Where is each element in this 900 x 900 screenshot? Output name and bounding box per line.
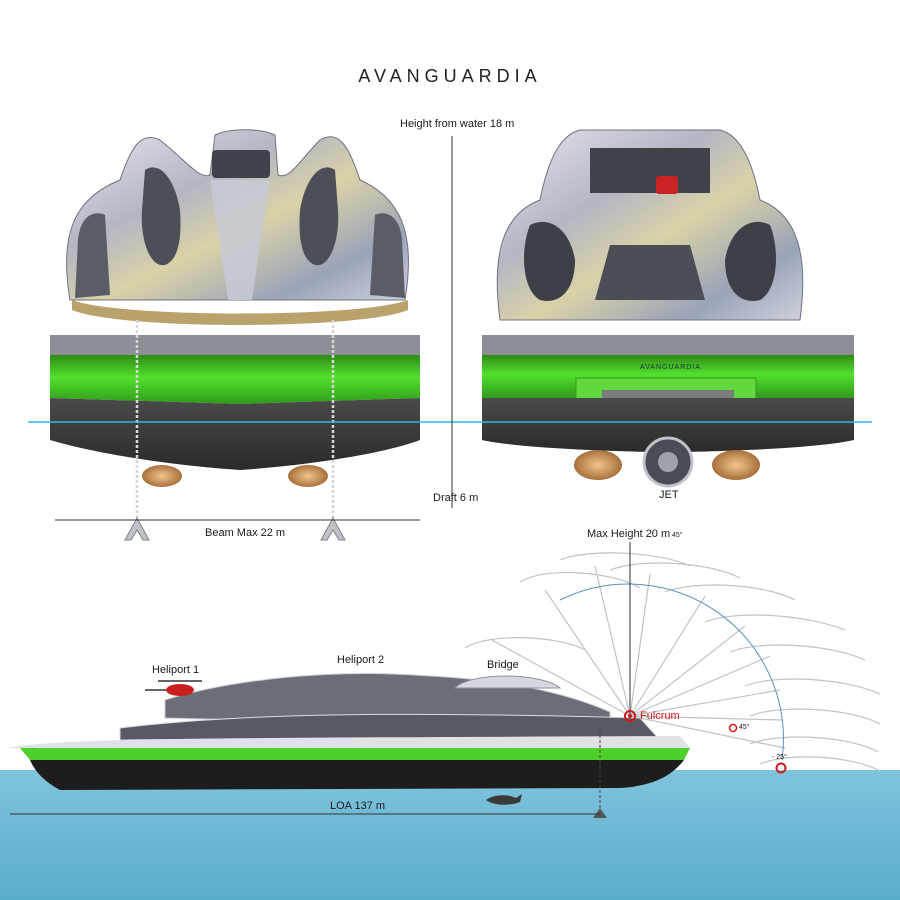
page-title: AVANGUARDIA bbox=[358, 66, 542, 86]
rear-jet-hub bbox=[658, 452, 678, 472]
angle-marker-low bbox=[775, 762, 787, 774]
draft-label: Draft 6 m bbox=[433, 492, 479, 504]
rear-deck-band bbox=[482, 335, 854, 357]
rear-right-propeller bbox=[712, 450, 760, 480]
rotation-arc bbox=[559, 583, 784, 761]
angle-mid-label: 45° bbox=[739, 724, 750, 731]
front-keel-fairing bbox=[210, 180, 270, 300]
heliport1-label: Heliport 1 bbox=[152, 664, 200, 676]
front-green-hull bbox=[50, 355, 420, 404]
front-view bbox=[50, 129, 420, 541]
hull-lettering: AVANGUARDIA bbox=[640, 364, 701, 371]
height-label: Height from water 18 m bbox=[400, 118, 515, 130]
rear-green-hull bbox=[482, 355, 854, 398]
front-left-propeller bbox=[142, 465, 182, 487]
side-bridge-dome bbox=[453, 675, 562, 689]
rear-top-cabin bbox=[590, 148, 710, 193]
front-gold-trim bbox=[72, 300, 408, 325]
front-right-anchor-icon bbox=[320, 516, 346, 541]
rear-left-propeller bbox=[574, 450, 622, 480]
shark-icon bbox=[486, 794, 522, 805]
heliport2-label: Heliport 2 bbox=[337, 654, 385, 666]
beam-label: Beam Max 22 m bbox=[205, 527, 286, 539]
front-left-anchor-icon bbox=[124, 516, 150, 541]
front-left-window bbox=[141, 167, 181, 266]
sea bbox=[0, 770, 900, 900]
front-lower-hull bbox=[50, 398, 420, 470]
front-right-window bbox=[299, 167, 339, 266]
jet-label: JET bbox=[659, 489, 679, 501]
side-hull-white bbox=[8, 736, 690, 748]
helicopter-icon bbox=[145, 680, 202, 696]
fulcrum-marker bbox=[624, 710, 636, 722]
front-side-left bbox=[75, 213, 110, 298]
front-cockpit bbox=[212, 150, 270, 178]
bridge-label: Bridge bbox=[487, 659, 519, 671]
rear-lower-hull bbox=[482, 398, 854, 452]
front-side-right bbox=[370, 213, 405, 298]
front-right-propeller bbox=[288, 465, 328, 487]
angle-marker-mid bbox=[728, 723, 738, 733]
fulcrum-label: Fulcrum bbox=[640, 710, 680, 722]
rear-helicopter-seats bbox=[656, 176, 678, 194]
side-hull-green bbox=[20, 748, 690, 760]
side-view bbox=[0, 542, 900, 900]
rear-view bbox=[482, 129, 854, 488]
rear-left-window bbox=[524, 221, 575, 301]
rear-center-salon bbox=[595, 245, 705, 300]
front-deck-band bbox=[50, 335, 420, 357]
max-height-label: Max Height 20 m bbox=[587, 528, 671, 540]
loa-label: LOA 137 m bbox=[330, 800, 386, 812]
rear-right-window bbox=[725, 221, 776, 301]
arm-ghost-positions bbox=[464, 552, 881, 771]
fulcrum-dot bbox=[628, 714, 632, 718]
max-height-angle: 45° bbox=[672, 532, 683, 539]
side-anchor-icon bbox=[593, 808, 607, 818]
side-hull-dark bbox=[30, 760, 684, 790]
angle-low-label: - 25° bbox=[772, 754, 787, 761]
